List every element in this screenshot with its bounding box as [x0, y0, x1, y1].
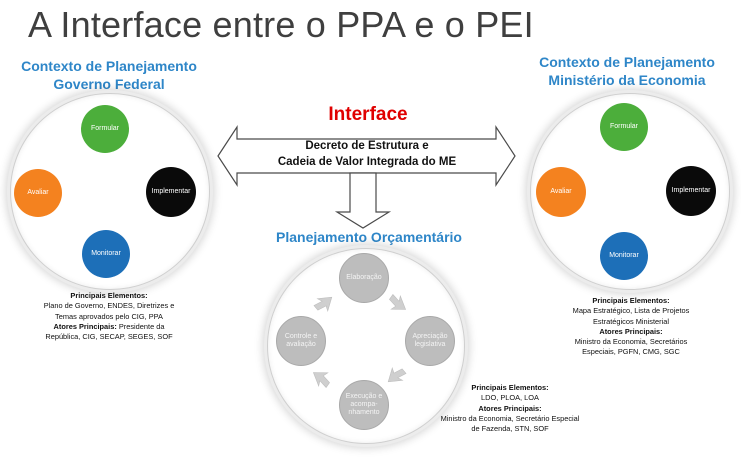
interface-description: Decreto de Estrutura e Cadeia de Valor I…: [277, 140, 457, 168]
left-monitorar-node: Monitorar: [82, 230, 130, 278]
right-formular-node: Formular: [600, 103, 648, 151]
interface-down-arrow: [334, 172, 392, 229]
right-implementar-node: Implementar: [666, 166, 716, 216]
center-elaboracao-node: Elaboração: [339, 253, 389, 303]
right-context-title: Contexto de Planejamento Ministério da E…: [539, 54, 715, 88]
center-info-block: Principais Elementos: LDO, PLOA, LOA Ato…: [440, 383, 580, 434]
interface-double-arrow: [217, 124, 516, 188]
right-avaliar-node: Avaliar: [536, 167, 586, 217]
center-cycle-arrow-1: [389, 294, 407, 310]
page-title: A Interface entre o PPA e o PEI: [28, 4, 534, 45]
left-formular-node: Formular: [81, 105, 129, 153]
center-cycle-arrow-3: [312, 372, 330, 388]
interface-title: Interface: [328, 104, 408, 125]
right-info-block: Principais Elementos: Mapa Estratégico, …: [572, 296, 690, 357]
left-info-block: Principais Elementos: Plano de Governo, …: [43, 291, 175, 342]
center-cycle-arrow-2: [387, 366, 407, 383]
left-avaliar-node: Avaliar: [14, 169, 62, 217]
center-cycle-arrow-4: [313, 296, 333, 313]
center-context-title: Planejamento Orçamentário: [276, 229, 462, 245]
left-implementar-node: Implementar: [146, 167, 196, 217]
right-monitorar-node: Monitorar: [600, 232, 648, 280]
left-context-title: Contexto de Planejamento Governo Federal: [21, 58, 197, 92]
